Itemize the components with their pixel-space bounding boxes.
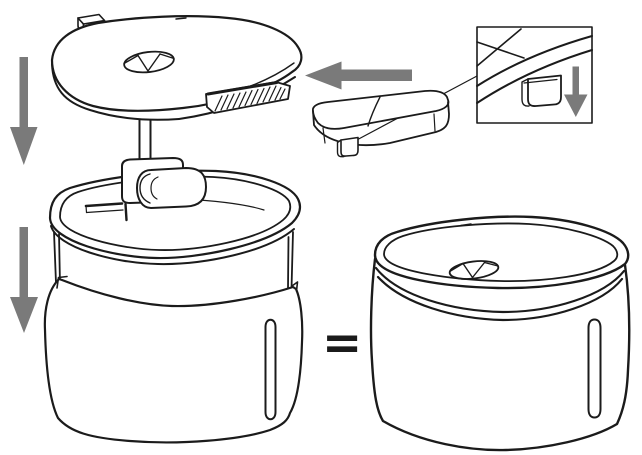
- tray-divider: [367, 96, 381, 127]
- water-level-window: [264, 318, 277, 421]
- water-pump: [121, 157, 207, 209]
- tank-right-corner-clip: [291, 281, 299, 292]
- cover-front-band: [51, 63, 180, 121]
- cover-top-notch: [175, 17, 187, 20]
- assembled-fountain: [369, 215, 631, 452]
- equals-sign: =: [322, 315, 362, 371]
- pump-front-housing: [136, 167, 207, 209]
- tray-top-surface: [312, 89, 450, 130]
- detail-callout-box: [476, 26, 593, 124]
- callout-rim-detail: [476, 28, 593, 104]
- reservoir-rim-outer: [48, 169, 302, 260]
- assembled-water-level-window: [587, 318, 602, 419]
- assembled-tank-rim: [376, 275, 624, 322]
- reservoir-walls: [53, 231, 294, 291]
- arrow-down-icon-step1: [10, 57, 38, 165]
- cover-top-surface: [50, 15, 303, 112]
- pump-inlet-arc: [139, 173, 151, 204]
- arrow-down-icon-callout: [564, 66, 588, 117]
- outer-tank: [43, 275, 304, 444]
- arrow-down-icon-step2: [10, 227, 38, 333]
- top-cover: [50, 13, 303, 165]
- inner-reservoir: [48, 157, 302, 291]
- tank-left-corner-clip: [56, 275, 68, 289]
- pump-tube: [138, 118, 152, 165]
- filter-tray: [312, 89, 450, 158]
- assembled-spout-opening: [448, 260, 500, 280]
- assembled-rim-outer: [373, 215, 630, 290]
- instruction-arrows: [10, 57, 412, 333]
- assembled-band-edge: [374, 266, 626, 314]
- cover-grille: [205, 81, 291, 114]
- tray-tab: [336, 136, 359, 158]
- reservoir-rim-inner: [59, 175, 292, 251]
- outer-tank-body: [43, 277, 304, 444]
- arrow-left-icon-insert-tray: [305, 61, 412, 90]
- assembled-tank-body: [369, 257, 631, 452]
- grille-hatch-lines: [214, 85, 286, 112]
- reservoir-band-edge: [50, 225, 295, 266]
- spout-opening: [123, 50, 175, 74]
- callout-tab: [521, 74, 562, 107]
- assembled-rim-inner: [383, 222, 619, 282]
